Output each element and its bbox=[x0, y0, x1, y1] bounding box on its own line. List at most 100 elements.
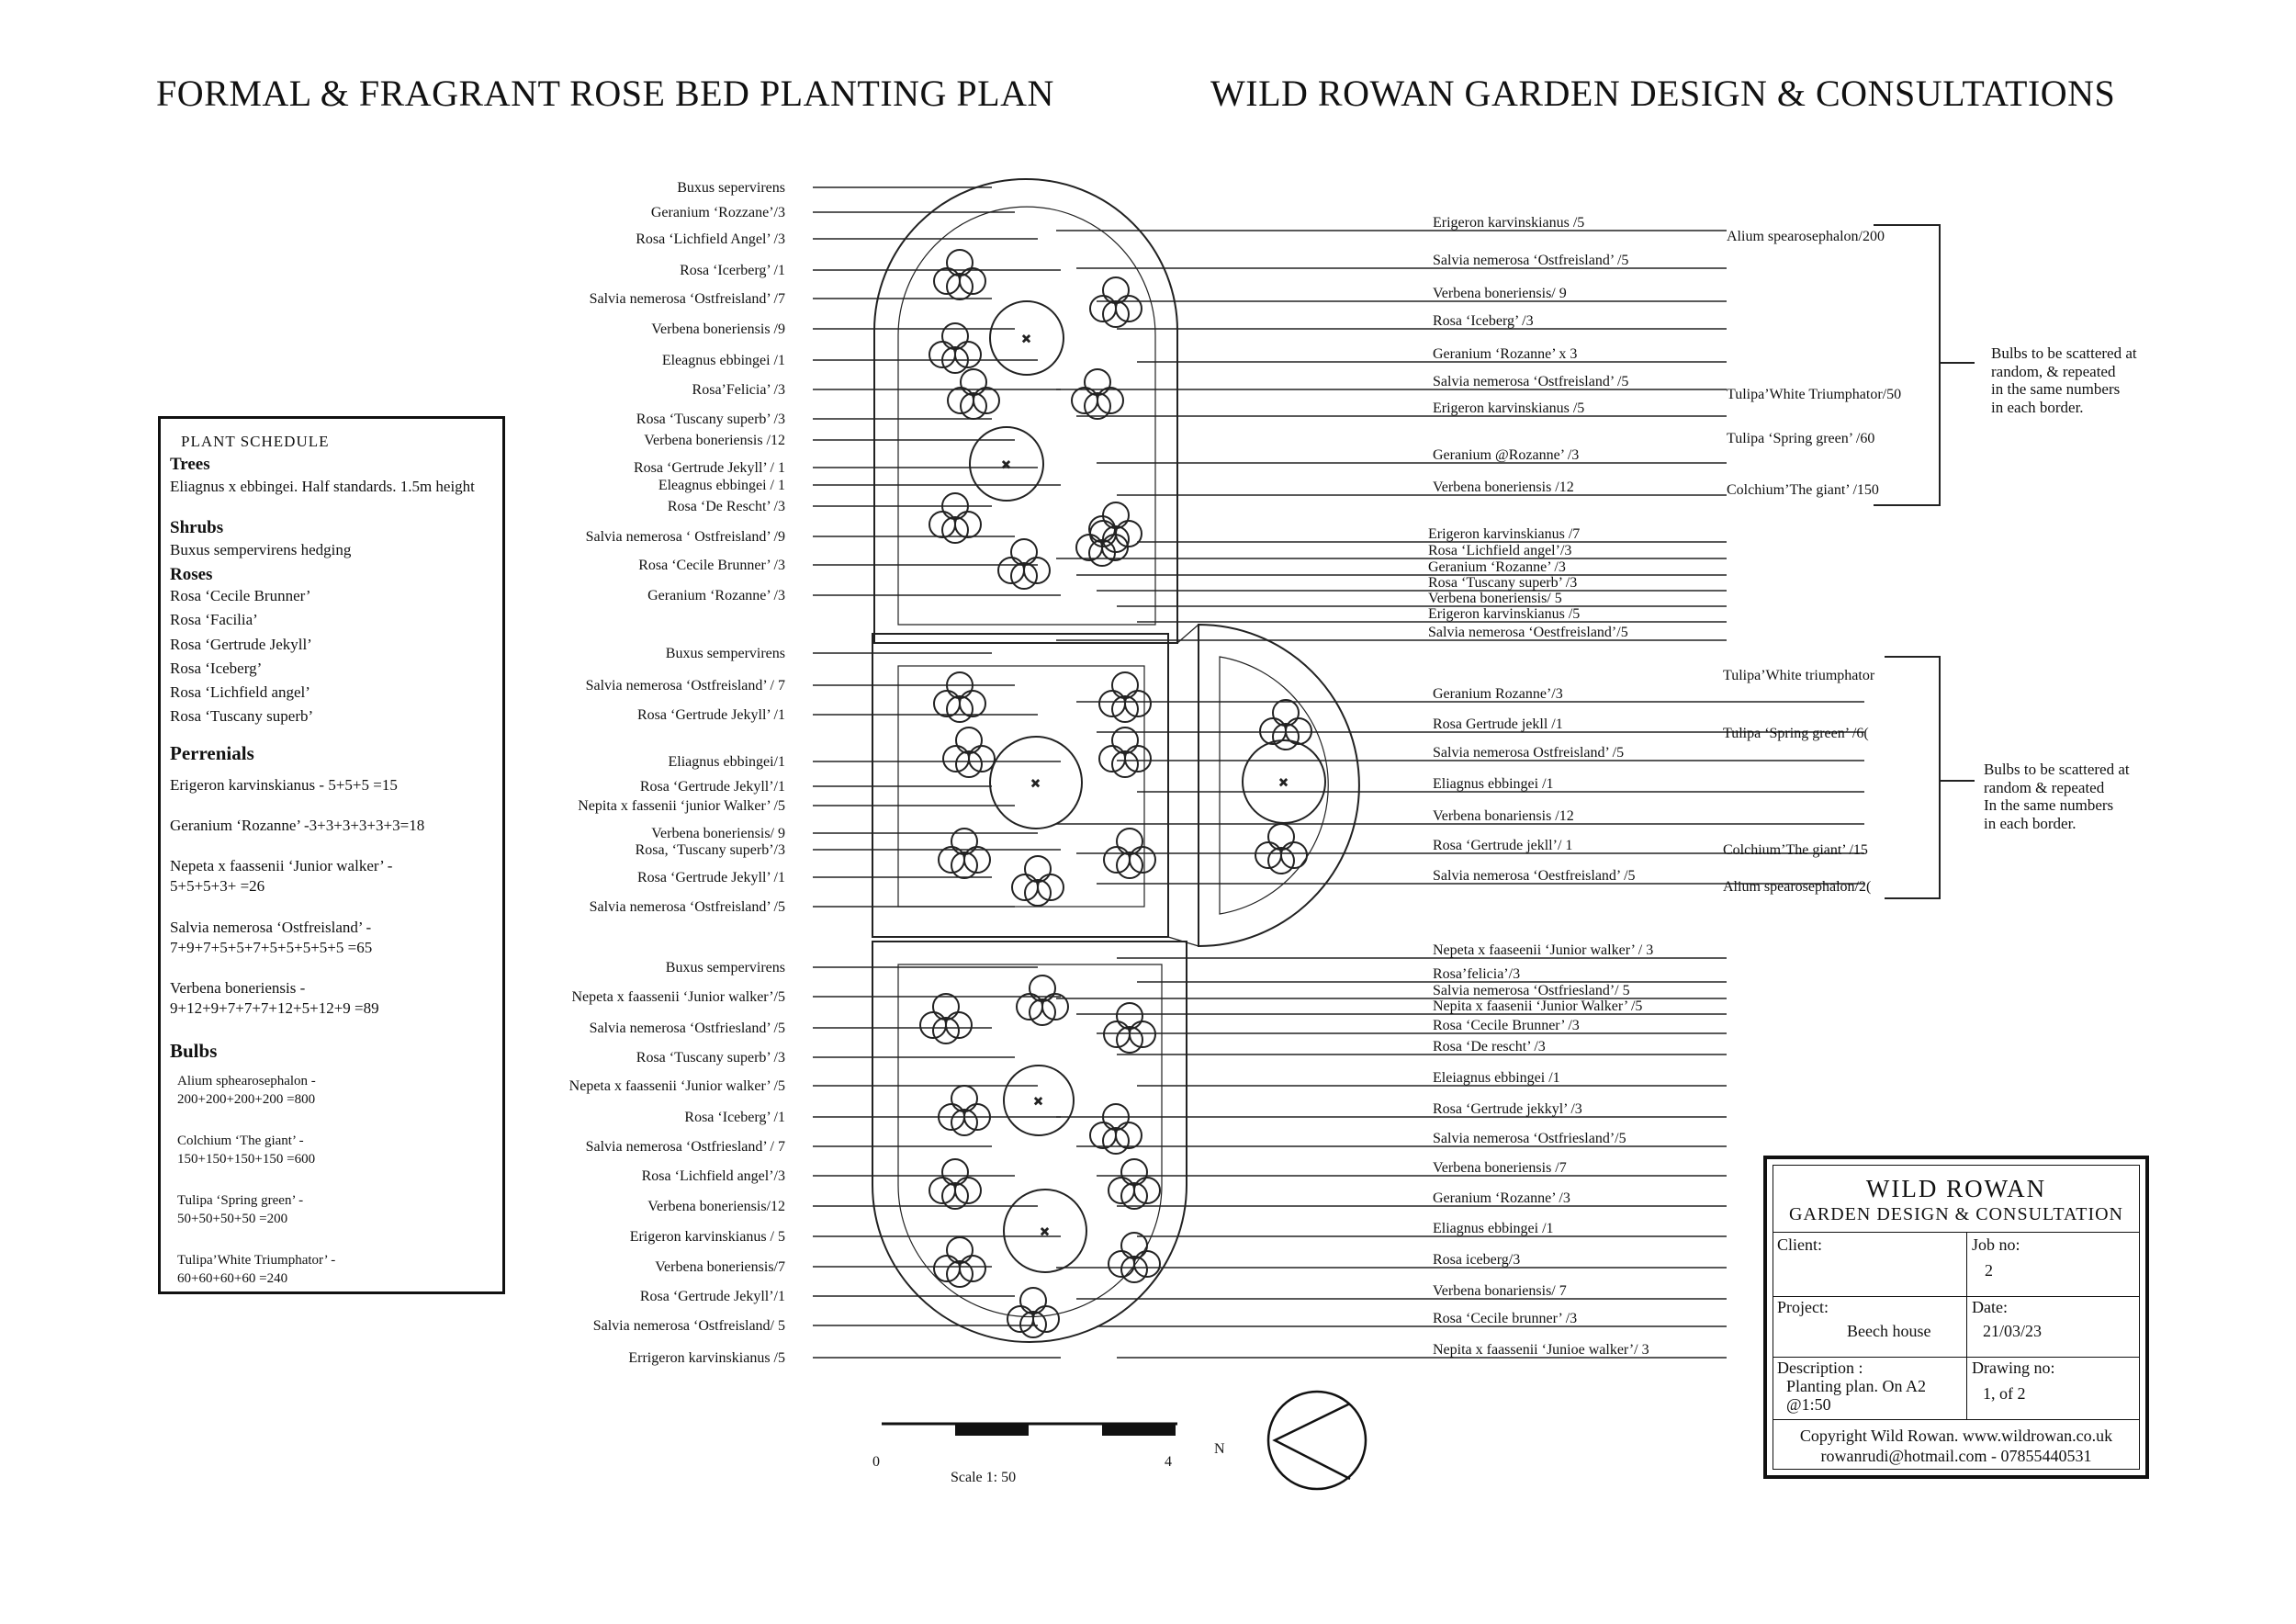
plant-label-right: Geranium ‘Rozanne’ /3 bbox=[1433, 1190, 1570, 1206]
description-value: Planting plan. On A2 bbox=[1786, 1377, 1926, 1395]
plant-label-right: Eliagnus ebbingei /1 bbox=[1433, 776, 1554, 792]
plant-label-right: Rosa ‘De rescht’ /3 bbox=[1433, 1039, 1546, 1054]
plant-label-left: Rosa, ‘Tuscany superb’/3 bbox=[636, 842, 785, 858]
project-label: Project: bbox=[1777, 1298, 1829, 1316]
top-bed-inner bbox=[897, 206, 1156, 626]
roses-heading: Roses bbox=[170, 564, 213, 584]
bulb-line: 150+150+150+150 =600 bbox=[177, 1151, 316, 1167]
plant-label-right: Rosa’felicia’/3 bbox=[1433, 966, 1520, 982]
rose-item: Rosa ‘Lichfield angel’ bbox=[170, 682, 310, 701]
bulb-bracket-top bbox=[1874, 224, 1941, 506]
tree-mark: × bbox=[1031, 776, 1040, 792]
shrub-cluster bbox=[1011, 855, 1064, 907]
perennial-line: Verbena boneriensis - bbox=[170, 978, 306, 997]
bulb-item: Tulipa ‘Spring green’ -50+50+50+50 =200 bbox=[177, 1192, 493, 1228]
plant-label-right: Geranium ‘Rozanne’ x 3 bbox=[1433, 346, 1577, 362]
schedule-title: PLANT SCHEDULE bbox=[181, 433, 330, 450]
plant-label-left: Buxus sepervirens bbox=[677, 180, 785, 196]
bulb-item: Colchium ‘The giant’ -150+150+150+150 =6… bbox=[177, 1133, 493, 1168]
perennial-line: 7+9+7+5+5+7+5+5+5+5+5 =65 bbox=[170, 938, 373, 956]
plant-label-left: Rosa ‘Gertrude Jekyll’/1 bbox=[640, 779, 785, 795]
company-title: WILD ROWAN GARDEN DESIGN & CONSULTATIONS bbox=[1210, 73, 2116, 114]
plant-label-right: Rosa ‘Cecile Brunner’ /3 bbox=[1433, 1018, 1580, 1033]
plant-schedule: PLANT SCHEDULE Trees Eliagnus x ebbingei… bbox=[158, 416, 505, 1294]
shrub-cluster bbox=[1089, 276, 1142, 328]
plant-label-right: Eliagnus ebbingei /1 bbox=[1433, 1221, 1554, 1236]
shrub-cluster bbox=[1255, 823, 1308, 874]
plant-label-right: Verbena boneriensis /12 bbox=[1433, 479, 1574, 495]
plant-label-right: Verbena bonariensis /12 bbox=[1433, 808, 1574, 824]
shrub-cluster bbox=[1103, 828, 1156, 879]
perennial-line: Erigeron karvinskianus - 5+5+5 =15 bbox=[170, 776, 398, 795]
plant-label-right: Nepita x faasenii ‘Junior Walker’ /5 bbox=[1433, 998, 1642, 1014]
bulb-item: Alium sphearosephalon -200+200+200+200 =… bbox=[177, 1073, 493, 1109]
bulb-note-bottom: Bulbs to be scattered at random & repeat… bbox=[1984, 761, 2130, 832]
plant-label-left: Geranium ‘Rozzane’/3 bbox=[651, 205, 785, 220]
perennial-line: 9+12+9+7+7+7+12+5+12+9 =89 bbox=[170, 998, 379, 1017]
plant-label-left: Nepeta x faassenii ‘Junior walker’ /5 bbox=[569, 1078, 785, 1094]
plant-label-right: Rosa iceberg/3 bbox=[1433, 1252, 1520, 1268]
bulbs-list: Alium sphearosephalon -200+200+200+200 =… bbox=[170, 1073, 493, 1288]
plant-label-left: Nepeta x faassenii ‘Junior walker’/5 bbox=[571, 989, 785, 1005]
plant-label-left: Rosa ‘Gertrude Jekyll’ /1 bbox=[637, 870, 785, 885]
shrub-cluster bbox=[1089, 1103, 1142, 1155]
drawing-value: 1, of 2 bbox=[1983, 1384, 2026, 1403]
description-scale: @1:50 bbox=[1786, 1395, 1831, 1414]
shrub-cluster bbox=[1071, 368, 1124, 420]
plant-label-right: Salvia nemerosa ‘Oestfreisland’ /5 bbox=[1433, 868, 1636, 884]
shrub-cluster bbox=[1016, 975, 1069, 1026]
rose-item: Rosa ‘Tuscany superb’ bbox=[170, 706, 314, 725]
bulb-line: Tulipa’White Triumphator’ - bbox=[177, 1253, 336, 1269]
plant-label-right: Erigeron karvinskianus /5 bbox=[1428, 606, 1580, 622]
shrub-cluster bbox=[997, 538, 1051, 590]
tree-symbol bbox=[1003, 1065, 1075, 1136]
plant-label-right: Verbena bonariensis/ 7 bbox=[1433, 1283, 1567, 1299]
plant-label-left: Rosa ‘Cecile Brunner’ /3 bbox=[638, 558, 785, 573]
plant-label-right: Salvia nemerosa ‘Ostfriesland’/ 5 bbox=[1433, 983, 1630, 998]
plant-label-right: Verbena boneriensis/ 5 bbox=[1428, 591, 1562, 606]
drawing-label: Drawing no: bbox=[1972, 1359, 2055, 1377]
shrub-cluster bbox=[1089, 502, 1142, 553]
plant-label-right: Rosa ‘Iceberg’ /3 bbox=[1433, 313, 1534, 329]
perennial-line: Geranium ‘Rozanne’ -3+3+3+3+3+3=18 bbox=[170, 817, 425, 835]
plant-label-right: Geranium Rozanne’/3 bbox=[1433, 686, 1563, 702]
perennial-line: Salvia nemerosa ‘Ostfreisland’ - bbox=[170, 918, 372, 936]
bulb-line: 50+50+50+50 =200 bbox=[177, 1211, 288, 1226]
bulb-line: 60+60+60+60 =240 bbox=[177, 1270, 288, 1286]
half-circle-bed-inner bbox=[1219, 656, 1329, 915]
plant-label-left: Salvia nemerosa ‘Ostfreisland’ /7 bbox=[590, 291, 785, 307]
plant-label-right: Erigeron karvinskianus /5 bbox=[1433, 400, 1584, 416]
plant-label-left: Rosa ‘Icerberg’ /1 bbox=[680, 263, 785, 278]
plant-label-left: Rosa ‘Tuscany superb’ /3 bbox=[636, 412, 785, 427]
shrub-cluster bbox=[1108, 1232, 1161, 1283]
plant-label-left: Verbena boneriensis /9 bbox=[651, 321, 785, 337]
scale-label: Scale 1: 50 bbox=[951, 1470, 1016, 1485]
title-block-company: WILD ROWAN bbox=[1865, 1175, 2047, 1202]
perennial-line: Nepeta x faassenii ‘Junior walker’ - bbox=[170, 857, 393, 875]
plant-label-left: Salvia nemerosa ‘Ostfreisland’ / 7 bbox=[586, 678, 785, 694]
date-label: Date: bbox=[1972, 1298, 2008, 1316]
tree-mark: × bbox=[1279, 775, 1288, 791]
shrub-cluster bbox=[1259, 699, 1312, 750]
plant-label-left: Rosa ‘Tuscany superb’ /3 bbox=[636, 1050, 785, 1066]
tree-symbol bbox=[1003, 1189, 1087, 1273]
shrub-cluster bbox=[929, 322, 982, 374]
perennial-item: Geranium ‘Rozanne’ -3+3+3+3+3+3=18 bbox=[170, 816, 493, 836]
plant-label-left: Verbena boneriensis/ 9 bbox=[651, 826, 785, 841]
bulb-label: Colchium’The giant’ /15 bbox=[1723, 842, 1868, 858]
rose-item: Rosa ‘Facilia’ bbox=[170, 611, 258, 629]
bulb-label: Alium spearosephalon/200 bbox=[1727, 229, 1885, 244]
plant-label-right: Geranium @Rozanne’ /3 bbox=[1433, 447, 1579, 463]
plant-label-right: Salvia nemerosa ‘Ostfreisland’ /5 bbox=[1433, 253, 1628, 268]
tree-symbol bbox=[1242, 739, 1326, 824]
shrub-cluster bbox=[919, 993, 973, 1044]
half-circle-bed-outline bbox=[1198, 623, 1360, 948]
plant-label-right: Rosa ‘Gertrude jekll’/ 1 bbox=[1433, 838, 1572, 853]
plant-label-right: Salvia nemerosa ‘Ostfreisland’ /5 bbox=[1433, 374, 1628, 389]
plant-label-left: Rosa ‘Gertrude Jekyll’ / 1 bbox=[634, 460, 785, 476]
shrub-cluster bbox=[933, 1236, 986, 1288]
plant-label-left: Salvia nemerosa ‘Ostfreisland’ /5 bbox=[590, 899, 785, 915]
bulb-label: Tulipa’White Triumphator/50 bbox=[1727, 387, 1901, 402]
scale-four: 4 bbox=[1165, 1454, 1172, 1470]
